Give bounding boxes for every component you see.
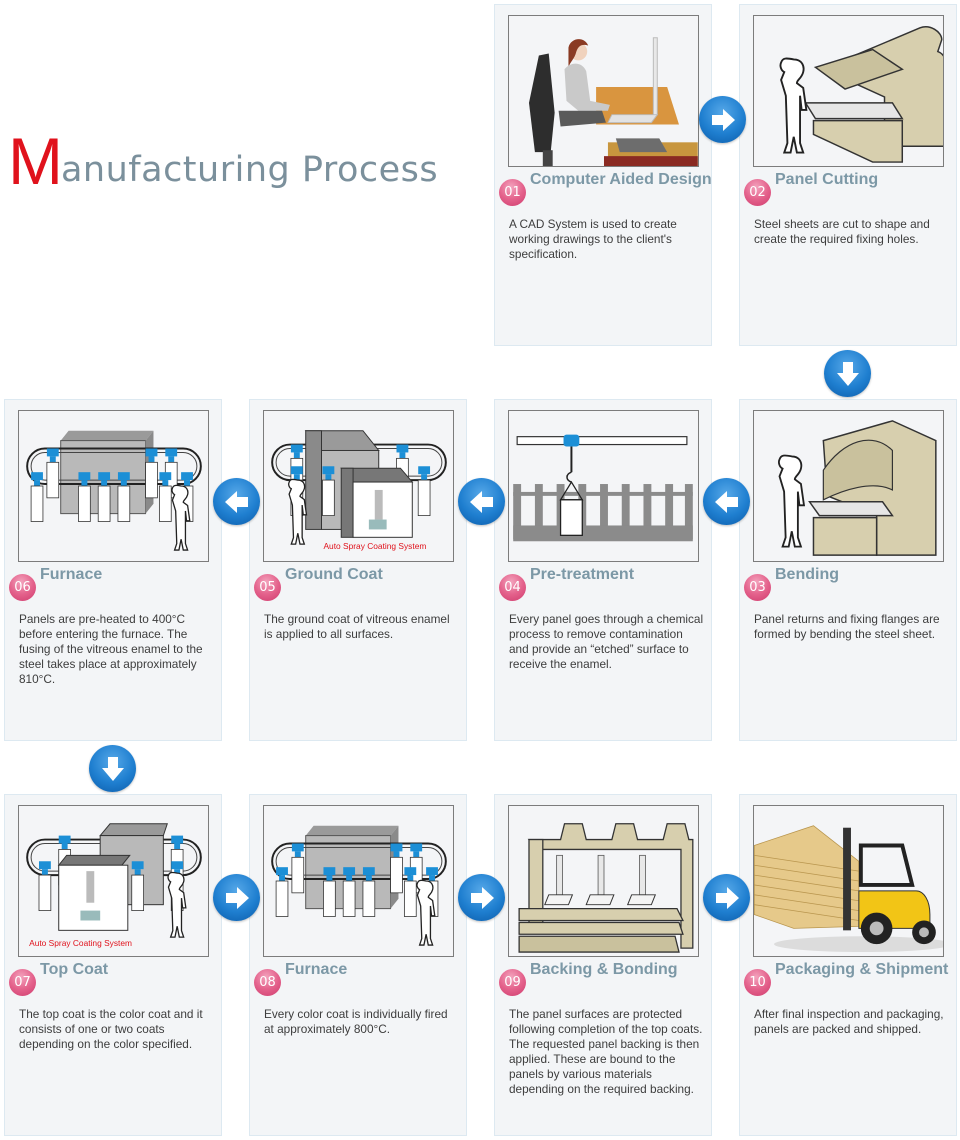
- step-card-08: 08 Furnace Every color coat is individua…: [249, 794, 467, 1136]
- packaging-shipment-illustration: [753, 805, 944, 957]
- step-number-badge: 07: [9, 969, 36, 996]
- step-description: After final inspection and packaging, pa…: [754, 1007, 944, 1036]
- step-title: Computer Aided Design: [530, 171, 712, 188]
- step-card-04: 04 Pre-treatment Every panel goes throug…: [494, 399, 712, 741]
- step-number-badge: 09: [499, 969, 526, 996]
- arrow-left-icon: [458, 478, 505, 525]
- step-card-06: 06 Furnace Panels are pre-heated to 400°…: [4, 399, 222, 741]
- step-title: Pre-treatment: [530, 566, 635, 583]
- step-description: Every color coat is individually fired a…: [264, 1007, 448, 1036]
- step-title: Ground Coat: [285, 566, 383, 583]
- title-rest: anufacturing Process: [60, 150, 439, 190]
- step-number-badge: 04: [499, 574, 526, 601]
- step-title: Top Coat: [40, 961, 109, 978]
- step-card-09: 09 Backing & Bonding The panel surfaces …: [494, 794, 712, 1136]
- pre-treatment-illustration: [508, 410, 699, 562]
- step-description: The ground coat of vitreous enamel is ap…: [264, 612, 450, 641]
- step-number-badge: 02: [744, 179, 771, 206]
- arrow-left-icon: [703, 478, 750, 525]
- step-card-03: 03 Bending Panel returns and fixing flan…: [739, 399, 957, 741]
- panel-cutting-illustration: [753, 15, 944, 167]
- step-description: Steel sheets are cut to shape and create…: [754, 217, 930, 246]
- step-title: Furnace: [285, 961, 348, 978]
- step-card-02: 02 Panel Cutting Steel sheets are cut to…: [739, 4, 957, 346]
- page-title: Manufacturing Process: [8, 128, 438, 194]
- step-title: Packaging & Shipment: [775, 961, 949, 978]
- step-number-badge: 03: [744, 574, 771, 601]
- step-number-badge: 10: [744, 969, 771, 996]
- step-title: Panel Cutting: [775, 171, 879, 188]
- arrow-right-icon: [699, 96, 746, 143]
- step-title: Backing & Bonding: [530, 961, 678, 978]
- arrow-down-icon: [89, 745, 136, 792]
- step-card-05: Auto Spray Coating System 05 Ground Coat…: [249, 399, 467, 741]
- backing-bonding-illustration: [508, 805, 699, 957]
- step-number-badge: 01: [499, 179, 526, 206]
- arrow-right-icon: [458, 874, 505, 921]
- furnace-illustration: [18, 410, 209, 562]
- furnace-illustration: [263, 805, 454, 957]
- image-caption: Auto Spray Coating System: [29, 938, 132, 948]
- step-description: The panel surfaces are protected followi…: [509, 1007, 703, 1096]
- computer-aided-design-illustration: [508, 15, 699, 167]
- arrow-right-icon: [213, 874, 260, 921]
- step-description: Panels are pre-heated to 400°C before en…: [19, 612, 203, 686]
- step-number-badge: 05: [254, 574, 281, 601]
- step-title: Bending: [775, 566, 839, 583]
- step-description: The top coat is the color coat and it co…: [19, 1007, 203, 1051]
- ground-coat-illustration: Auto Spray Coating System: [263, 410, 454, 562]
- bending-illustration: [753, 410, 944, 562]
- arrow-down-icon: [824, 350, 871, 397]
- arrow-right-icon: [703, 874, 750, 921]
- step-card-01: 01 Computer Aided Design A CAD System is…: [494, 4, 712, 346]
- arrow-left-icon: [213, 478, 260, 525]
- step-number-badge: 08: [254, 969, 281, 996]
- step-card-07: Auto Spray Coating System 07 Top Coat Th…: [4, 794, 222, 1136]
- image-caption: Auto Spray Coating System: [323, 541, 426, 551]
- step-description: Panel returns and fixing flanges are for…: [754, 612, 940, 641]
- step-title: Furnace: [40, 566, 103, 583]
- top-coat-illustration: Auto Spray Coating System: [18, 805, 209, 957]
- step-card-10: 10 Packaging & Shipment After final insp…: [739, 794, 957, 1136]
- title-initial: M: [8, 124, 63, 198]
- step-number-badge: 06: [9, 574, 36, 601]
- step-description: Every panel goes through a chemical proc…: [509, 612, 704, 671]
- step-description: A CAD System is used to create working d…: [509, 217, 677, 261]
